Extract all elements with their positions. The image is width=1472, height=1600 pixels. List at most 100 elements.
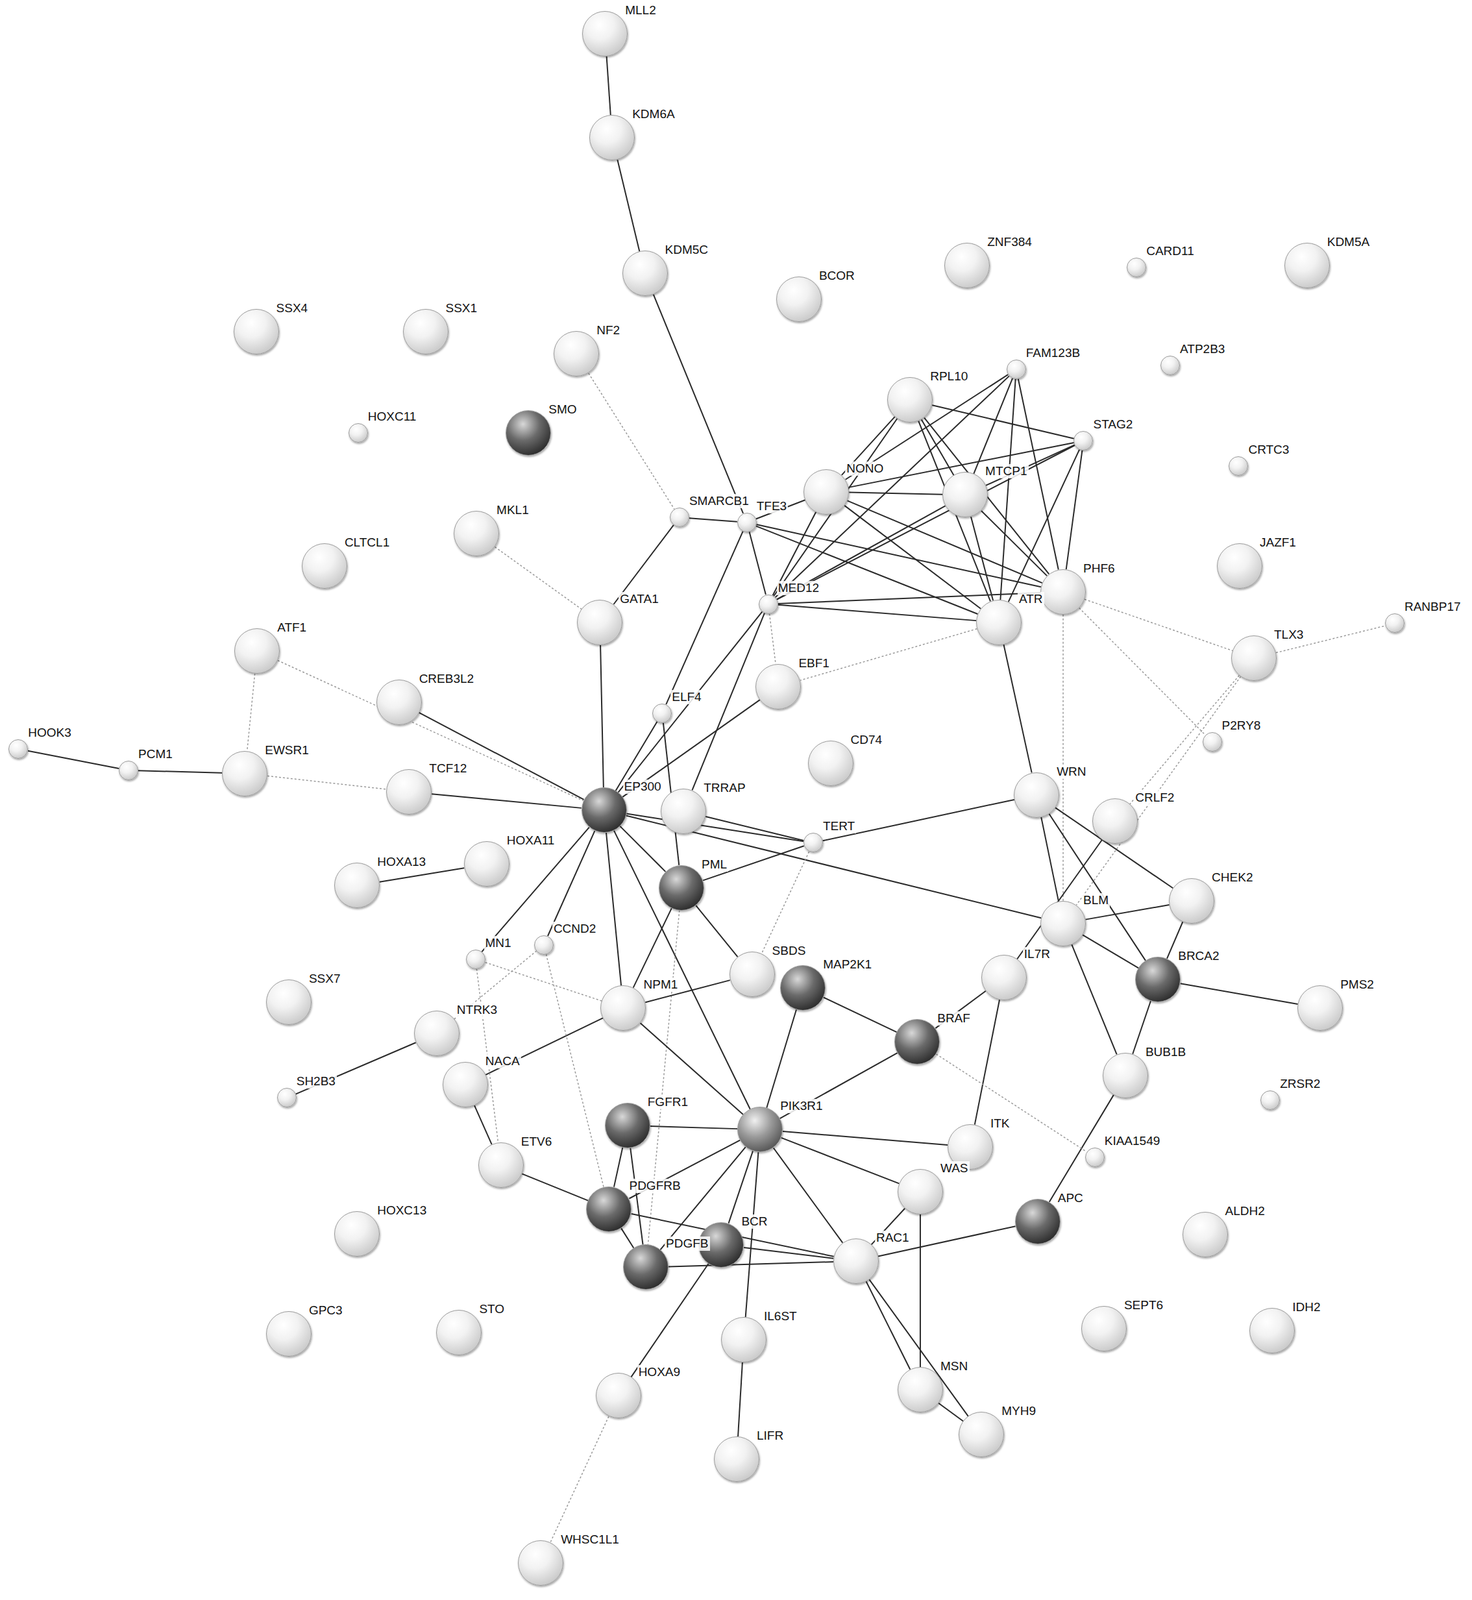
protein-node: ATR — [976, 599, 1022, 646]
interaction-edge — [778, 604, 977, 621]
protein-node: P2RY8 — [1202, 732, 1223, 752]
interaction-edge — [782, 1131, 948, 1145]
protein-node: TRRAP — [660, 788, 707, 835]
interaction-edge — [606, 56, 611, 116]
interaction-edge — [848, 491, 943, 494]
interaction-edge — [600, 645, 604, 788]
gene-label: EWSR1 — [263, 743, 311, 758]
gene-label: LIFR — [755, 1428, 785, 1443]
protein-node: CRTC3 — [1228, 456, 1249, 476]
protein-node: SH2B3 — [277, 1087, 297, 1108]
interaction-edge — [650, 1126, 738, 1129]
gene-label: MSN — [939, 1359, 970, 1374]
gene-label: RPL10 — [928, 369, 970, 384]
interaction-edge — [974, 999, 1000, 1125]
protein-node: CHEK2 — [1168, 878, 1215, 924]
gene-label: ALDH2 — [1224, 1203, 1267, 1219]
protein-node: FAM123B — [1006, 359, 1027, 380]
gene-label: TCF12 — [427, 761, 468, 776]
protein-node: SSX4 — [233, 308, 280, 355]
protein-node: NPM1 — [600, 985, 646, 1031]
interaction-edge — [1129, 675, 1239, 805]
protein-node: MLL2 — [582, 11, 628, 57]
interaction-edge — [550, 1416, 609, 1543]
gene-label: HOOK3 — [26, 725, 73, 740]
protein-node: PML — [658, 865, 705, 911]
gene-label: TRRAP — [702, 780, 747, 796]
protein-node: WAS — [897, 1168, 944, 1215]
interaction-edge — [938, 1403, 964, 1422]
interaction-edge — [844, 505, 981, 609]
interaction-edge — [1062, 614, 1064, 901]
protein-node: ZRSR2 — [1260, 1090, 1280, 1110]
gene-label: APC — [1056, 1190, 1085, 1206]
gene-label: PIK3R1 — [778, 1098, 824, 1114]
gene-label: CLTCL1 — [343, 535, 391, 550]
interaction-edge — [1082, 934, 1139, 968]
interaction-edge — [737, 1362, 743, 1437]
interaction-edge — [773, 1147, 844, 1243]
interaction-edge — [613, 1147, 623, 1188]
interaction-edge — [823, 997, 897, 1032]
interaction-edge — [621, 1227, 634, 1248]
interaction-edge — [545, 954, 604, 1188]
interaction-edge — [653, 294, 744, 514]
gene-label: CCND2 — [552, 921, 598, 936]
gene-label: RAC1 — [874, 1230, 911, 1245]
protein-node: ETV6 — [478, 1142, 524, 1188]
protein-node: KDM5A — [1284, 242, 1330, 289]
interaction-edge — [918, 421, 991, 602]
protein-node: MTCP1 — [942, 471, 988, 518]
gene-label: GPC3 — [307, 1303, 344, 1318]
gene-label: ITK — [989, 1116, 1012, 1131]
interaction-edge — [935, 991, 986, 1029]
interaction-edge — [695, 905, 738, 957]
interaction-edge — [973, 378, 1013, 474]
gene-label: FGFR1 — [646, 1094, 690, 1110]
protein-node: NTRK3 — [414, 1010, 460, 1056]
gene-label: HOXA11 — [505, 833, 557, 848]
gene-label: BRAF — [935, 1011, 972, 1026]
gene-label: SSX4 — [275, 301, 310, 316]
interaction-edge — [691, 612, 765, 790]
protein-node: HOXA13 — [334, 862, 380, 908]
interaction-edge — [866, 1281, 911, 1369]
protein-node: BRAF — [894, 1018, 940, 1065]
protein-node: EBF1 — [755, 663, 801, 710]
gene-label: WAS — [939, 1161, 970, 1176]
interaction-edge — [295, 1042, 417, 1094]
gene-label: CRLF2 — [1133, 790, 1176, 805]
gene-label: BUB1B — [1144, 1044, 1188, 1060]
protein-node: CD74 — [808, 740, 854, 786]
protein-node: ELF4 — [652, 703, 672, 724]
gene-label: BRCA2 — [1176, 948, 1221, 964]
protein-node: SMO — [505, 410, 552, 456]
gene-label: NACA — [484, 1054, 522, 1069]
interaction-edge — [981, 510, 1047, 576]
gene-label: CD74 — [849, 732, 884, 748]
protein-node: IL6ST — [721, 1316, 767, 1363]
protein-node: CCND2 — [534, 935, 554, 955]
gene-label: FAM123B — [1024, 345, 1082, 361]
gene-label: ZNF384 — [985, 234, 1034, 250]
gene-label: SBDS — [771, 943, 808, 958]
gene-label: PMS2 — [1338, 977, 1376, 992]
protein-node: RANBP17 — [1385, 613, 1405, 633]
protein-node: PIK3R1 — [737, 1106, 783, 1153]
interaction-edge — [267, 775, 387, 790]
protein-node: MN1 — [466, 949, 486, 970]
interaction-edge — [970, 516, 994, 601]
interaction-edge — [619, 826, 666, 872]
gene-label: NPM1 — [641, 977, 679, 992]
protein-node: HOOK3 — [8, 739, 28, 759]
protein-node: IDH2 — [1249, 1307, 1295, 1354]
gene-label: MN1 — [484, 935, 513, 951]
protein-node: NF2 — [553, 331, 600, 377]
gene-label: HOXC11 — [366, 409, 418, 424]
interaction-edge — [484, 961, 602, 1001]
interaction-edge — [705, 816, 804, 841]
interaction-edge — [689, 517, 738, 522]
interaction-edge — [1003, 644, 1032, 773]
protein-node: KDM6A — [589, 114, 635, 161]
protein-node: LIFR — [713, 1436, 760, 1482]
